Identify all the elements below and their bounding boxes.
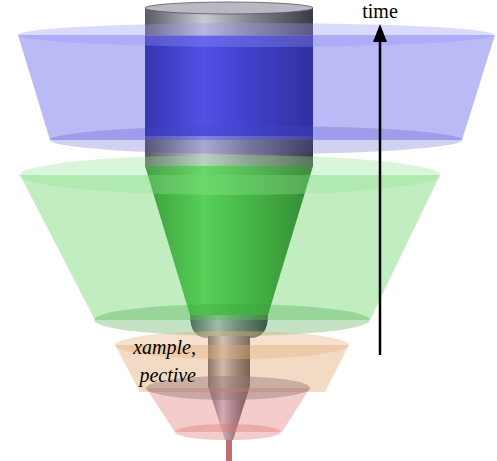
- time-cones: [18, 23, 495, 440]
- cut-caption-text: xample,: [133, 336, 196, 358]
- cut-caption-text: pective: [139, 364, 196, 386]
- time-arrow: [373, 24, 387, 355]
- axis-label: time: [362, 0, 398, 22]
